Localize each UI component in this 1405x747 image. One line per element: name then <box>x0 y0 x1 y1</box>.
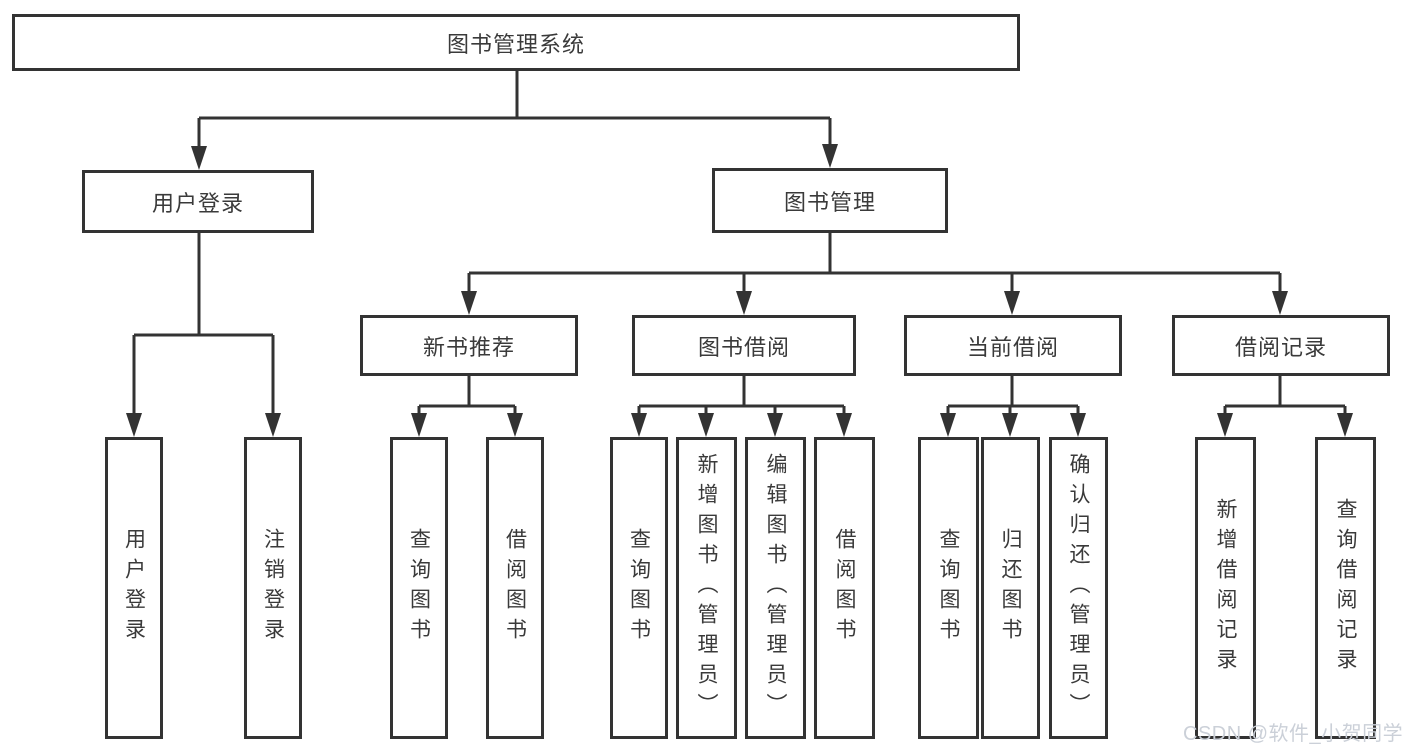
leaf-edit-book-admin: 编辑图书（管理员） <box>745 437 806 739</box>
node-current-borrow: 当前借阅 <box>904 315 1122 376</box>
leaf-borrow-book: 借阅图书 <box>814 437 875 739</box>
leaf-borrow-book-recommend: 借阅图书 <box>486 437 544 739</box>
node-book-management: 图书管理 <box>712 168 948 233</box>
leaf-add-borrow-record: 新增借阅记录 <box>1195 437 1256 739</box>
leaf-query-book-borrow: 查询图书 <box>610 437 668 739</box>
node-book-borrow: 图书借阅 <box>632 315 856 376</box>
leaf-query-book-recommend: 查询图书 <box>390 437 448 739</box>
leaf-return-book: 归还图书 <box>981 437 1040 739</box>
node-user-login: 用户登录 <box>82 170 314 233</box>
node-borrow-records: 借阅记录 <box>1172 315 1390 376</box>
leaf-user-login: 用户登录 <box>105 437 163 739</box>
leaf-query-book-current: 查询图书 <box>918 437 979 739</box>
leaf-query-borrow-record: 查询借阅记录 <box>1315 437 1376 739</box>
node-library-management-system: 图书管理系统 <box>12 14 1020 71</box>
csdn-watermark: CSDN @软件_小贺同学 <box>1183 723 1404 745</box>
node-new-book-recommend: 新书推荐 <box>360 315 578 376</box>
leaf-logout: 注销登录 <box>244 437 302 739</box>
leaf-add-book-admin: 新增图书（管理员） <box>676 437 737 739</box>
leaf-confirm-return-admin: 确认归还（管理员） <box>1049 437 1108 739</box>
